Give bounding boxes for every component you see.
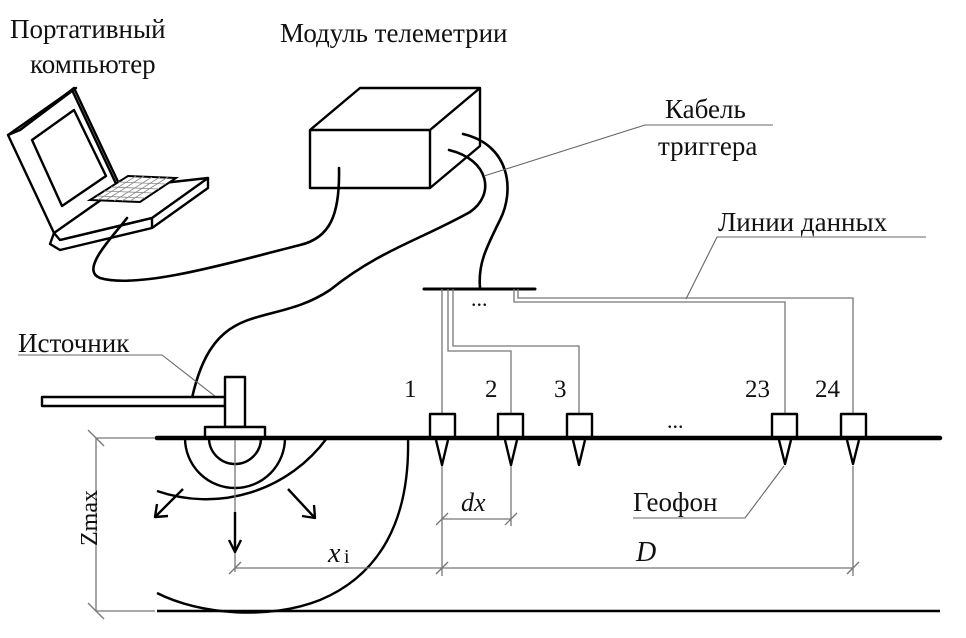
geophone-ellipsis: ... (667, 408, 684, 433)
telemetry-module-label: Модуль телеметрии (280, 18, 507, 48)
geophone-label-2: 2 (485, 376, 498, 403)
d-label: D (635, 537, 656, 568)
geophone-row (428, 412, 868, 467)
trigger-cable-label-line2: триггера (658, 131, 757, 161)
geophone-23 (770, 412, 799, 466)
geophone-3 (565, 412, 594, 467)
data-lines-leader (685, 236, 926, 300)
laptop-cable (92, 166, 341, 282)
trigger-cable-leader (483, 124, 773, 177)
trigger-cable (190, 148, 487, 400)
trigger-cable-label-line1: Кабель (665, 94, 746, 124)
telemetry-module-icon (308, 86, 482, 190)
keyboard-icon (86, 174, 180, 204)
wave-direction-arrows (153, 488, 317, 554)
geophone-24 (839, 412, 868, 466)
zmax-label: Zmax (77, 490, 103, 546)
source-label: Источник (18, 328, 130, 358)
xi-label-main: x (327, 538, 341, 569)
data-lines-label: Линии данных (718, 207, 888, 237)
wavefronts (156, 437, 410, 614)
source-leader (18, 354, 226, 405)
laptop-label-line1: Портативный (10, 14, 166, 44)
laptop-label-line2: компьютер (30, 49, 156, 79)
data-cable (461, 132, 509, 290)
geophone-1 (428, 412, 457, 467)
data-lines (441, 289, 854, 415)
geophone-label-24: 24 (815, 376, 841, 403)
geophone-label-23: 23 (745, 376, 770, 403)
geophone-label-3: 3 (554, 376, 567, 403)
geophone-label-1: 1 (404, 376, 417, 403)
source-hammer-icon (40, 375, 267, 440)
dimension-lines (87, 429, 860, 620)
laptop-icon (6, 86, 210, 252)
geophone-leader (633, 465, 785, 519)
geophone-label: Геофон (633, 487, 717, 517)
dx-label: dx (461, 488, 486, 517)
splitter-ellipsis: ... (471, 286, 488, 311)
xi-label-sub: i (344, 546, 350, 568)
geophone-2 (496, 412, 525, 467)
